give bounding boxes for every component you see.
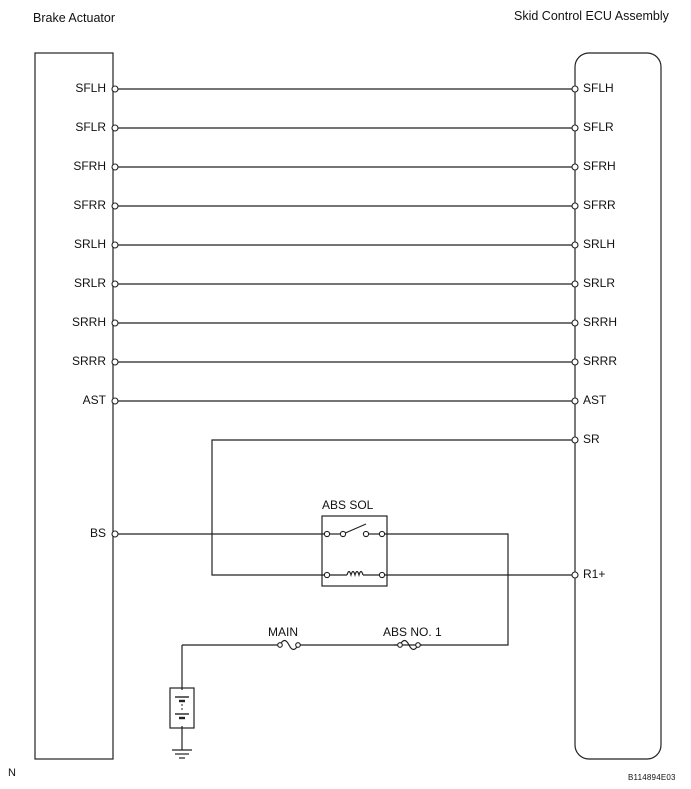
sr-wire — [211, 439, 575, 576]
left-pin-label: SFLH — [75, 81, 106, 95]
right-pin-label: SRLR — [583, 276, 616, 290]
right-pin-label: AST — [583, 393, 607, 407]
left-pin-label: SFRH — [73, 159, 106, 173]
skid-control-ecu-title: Skid Control ECU Assembly — [514, 9, 669, 23]
main-fuse-label: MAIN — [268, 625, 298, 639]
right-pin-label: SRRR — [583, 354, 618, 368]
terminal-dots — [111, 85, 579, 648]
figure-code: B114894E03 — [628, 773, 676, 782]
right-pin-label: SFRR — [583, 198, 616, 212]
battery-icon — [175, 696, 189, 720]
left-pin-label: SRRR — [71, 354, 106, 368]
sr-pin-label: SR — [583, 432, 600, 446]
left-pin-label: SFRR — [73, 198, 106, 212]
right-pin-label: SFRH — [583, 159, 616, 173]
corner-mark: N — [8, 767, 16, 779]
right-pin-label: SFLH — [583, 81, 614, 95]
abs-sol-label: ABS SOL — [322, 498, 374, 512]
left-pin-label: SRLH — [73, 237, 106, 251]
power-wire — [298, 533, 509, 646]
main-fuse — [276, 639, 299, 651]
abs-no1-fuse-label: ABS NO. 1 — [383, 625, 442, 639]
brake-actuator-title: Brake Actuator — [33, 11, 115, 25]
battery-frame — [169, 687, 195, 729]
r1-plus-pin-label: R1+ — [583, 567, 606, 581]
abs-no1-fuse — [399, 639, 422, 651]
signal-wires — [115, 88, 575, 402]
bs-pin-label: BS — [89, 526, 106, 540]
right-pin-label: SFLR — [583, 120, 614, 134]
skid-control-ecu-box — [574, 52, 662, 760]
relay-coil — [346, 570, 364, 578]
left-pin-label: SRRH — [71, 315, 106, 329]
right-pin-label: SRRH — [583, 315, 618, 329]
right-pin-label: SRLH — [583, 237, 616, 251]
brake-actuator-box — [34, 52, 114, 760]
left-pin-label: SRLR — [73, 276, 106, 290]
abs-sol-relay-box — [321, 515, 388, 587]
left-pin-label: SFLR — [75, 120, 106, 134]
left-pin-label: AST — [82, 393, 106, 407]
